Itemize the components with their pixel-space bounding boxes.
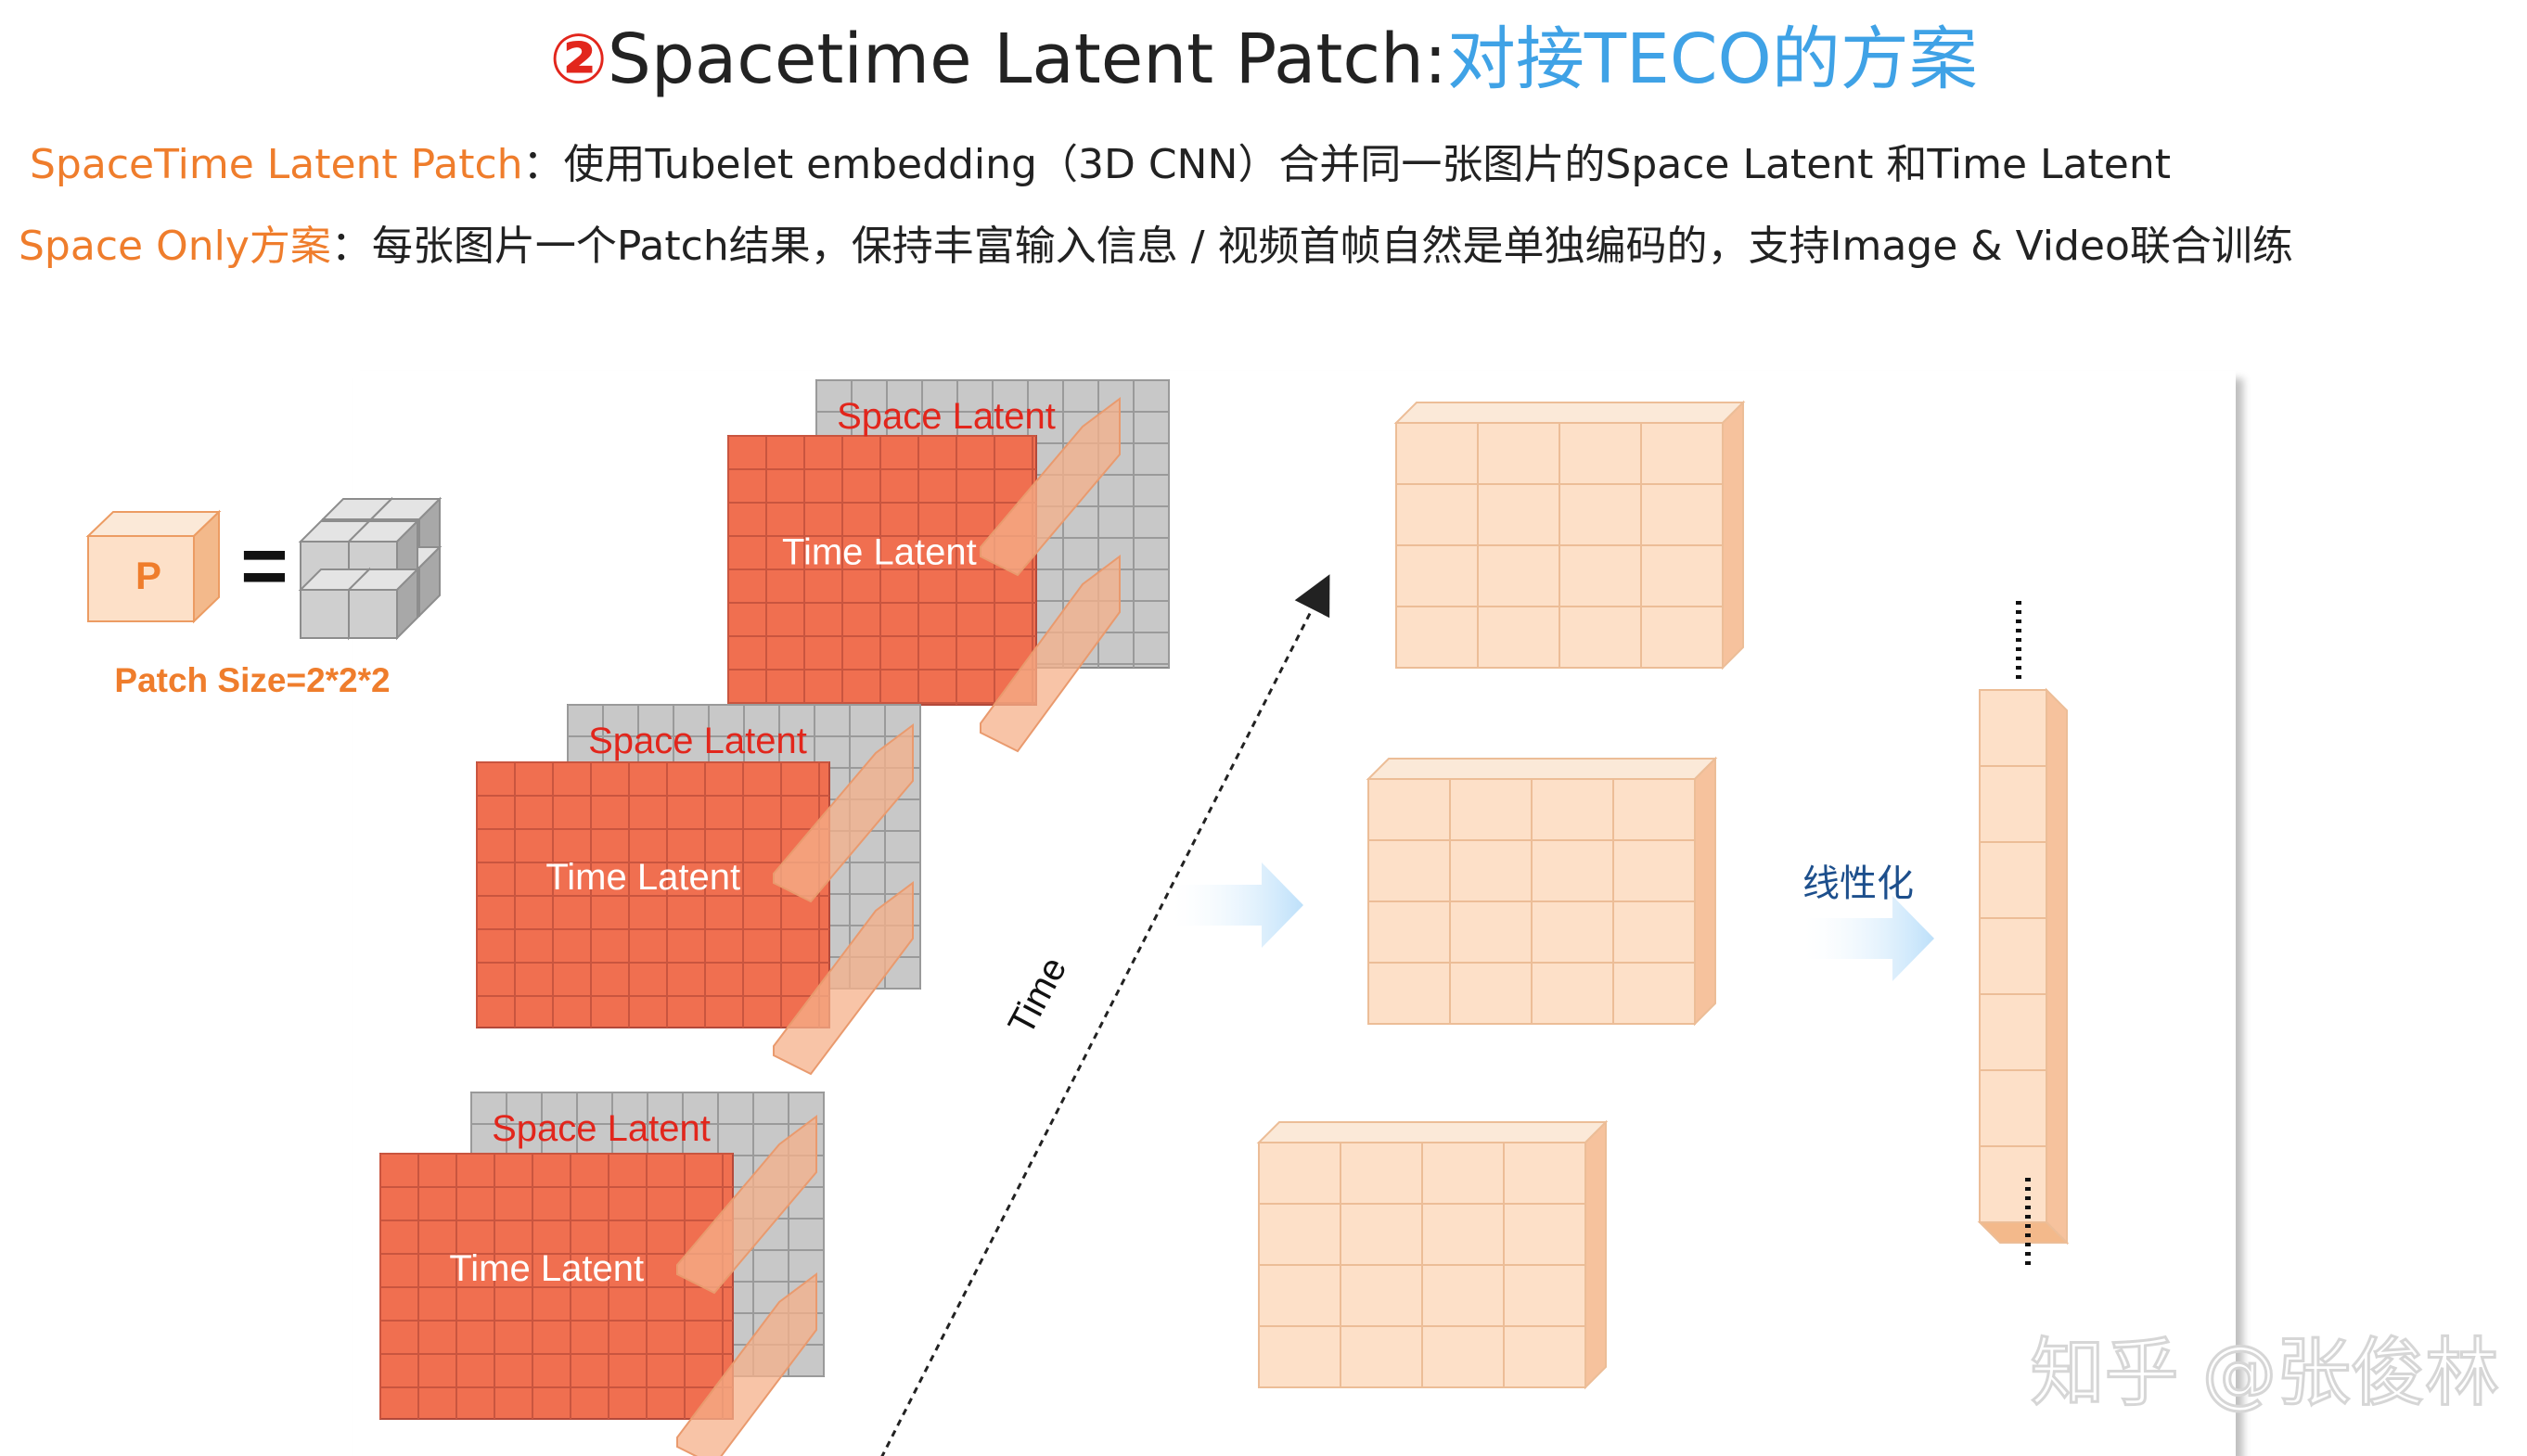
equals-sign: = <box>240 519 288 611</box>
patch-grid <box>1256 1119 1609 1390</box>
linearize-label: 线性化 <box>1802 862 1914 905</box>
mini-cube-stack <box>298 496 443 641</box>
patch-cube: P <box>85 509 222 624</box>
space-latent-label: Space Latent <box>837 396 1056 437</box>
patch-grid <box>1366 756 1718 1027</box>
patch-size-label: Patch Size=2*2*2 <box>114 661 390 699</box>
patch-grid <box>1393 400 1746 671</box>
description-line-2: Space Only方案：每张图片一个Patch结果，保持丰富输入信息 / 视频… <box>19 219 2293 275</box>
time-latent-label: Time Latent <box>782 531 977 572</box>
space-only-label: Space Only方案 <box>19 223 331 270</box>
patch-legend: P = Patch Size=2*2*2 <box>85 496 443 699</box>
watermark: 知乎 @张俊林 <box>2031 1330 2499 1416</box>
linearize-arrow: 线性化 <box>1802 862 1934 981</box>
spacetime-text: ：使用Tubelet embedding（3D CNN）合并同一张图片的Spac… <box>522 141 2171 188</box>
description-line-1: SpaceTime Latent Patch：使用Tubelet embeddi… <box>30 137 2171 193</box>
time-latent-label: Time Latent <box>545 857 740 898</box>
title-main: Spacetime Latent Patch: <box>607 19 1447 99</box>
title-number: ② <box>549 19 608 99</box>
space-latent-label: Space Latent <box>492 1108 711 1149</box>
spacetime-label: SpaceTime Latent Patch <box>30 141 523 188</box>
time-axis-label: Time <box>1001 951 1075 1041</box>
patch-grids <box>1256 400 1746 1390</box>
patch-column <box>1977 687 2070 1245</box>
space-latent-label: Space Latent <box>588 721 807 761</box>
title-accent: 对接TECO的方案 <box>1446 19 1978 99</box>
space-only-text: ：每张图片一个Patch结果，保持丰富输入信息 / 视频首帧自然是单独编码的，支… <box>330 223 2293 270</box>
patch-letter: P <box>135 554 161 597</box>
encode-arrow <box>1174 862 1303 948</box>
time-latent-label: Time Latent <box>449 1248 644 1289</box>
page-title: ②Spacetime Latent Patch:对接TECO的方案 <box>0 13 2527 106</box>
